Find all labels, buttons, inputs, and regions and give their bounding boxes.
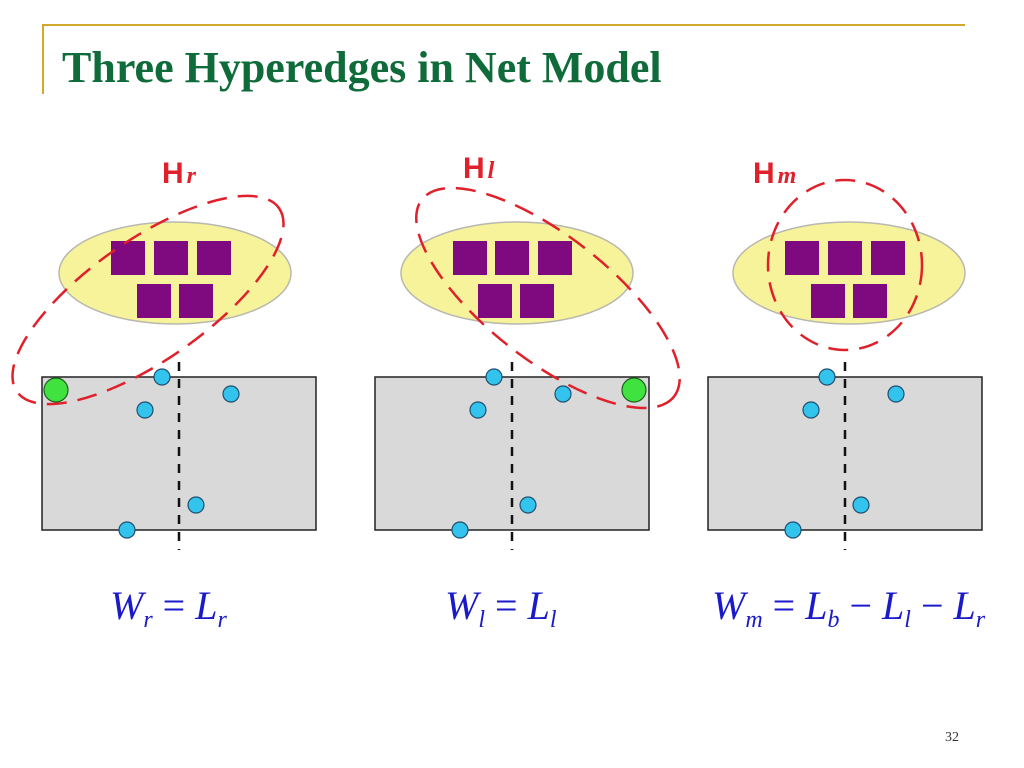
eq-operator: = <box>162 583 186 628</box>
cell-block <box>111 241 145 275</box>
pin <box>451 521 469 539</box>
cell-block <box>495 241 529 275</box>
equation-wm: Wm=Lb−Ll−Lr <box>712 582 985 634</box>
pin <box>153 368 171 386</box>
hyperedge-hr-outline <box>11 194 285 406</box>
hyperedge-hl-outline <box>415 186 681 410</box>
eq-subscript: r <box>217 607 227 633</box>
equation-wr: Wr =Lr <box>110 582 227 634</box>
cell-block <box>828 241 862 275</box>
cell-block <box>811 284 845 318</box>
eq-symbol: L <box>527 583 550 628</box>
eq-subscript: l <box>549 607 557 633</box>
cell-block <box>197 241 231 275</box>
eq-subscript: r <box>975 607 986 633</box>
pin <box>818 368 836 386</box>
eq-operator: − <box>849 583 873 628</box>
eq-symbol: L <box>953 583 976 628</box>
hyperedge-letter: H <box>753 157 775 190</box>
cell-block <box>538 241 572 275</box>
pin <box>802 401 820 419</box>
eq-subscript: m <box>745 607 763 633</box>
eq-operator: = <box>495 583 518 628</box>
pin <box>118 521 136 539</box>
eq-subscript: b <box>827 607 840 633</box>
pin <box>469 401 487 419</box>
eq-subscript: r <box>143 607 153 633</box>
cell-block <box>137 284 171 318</box>
page-number: 32 <box>945 730 959 745</box>
cell-block <box>179 284 213 318</box>
eq-symbol: L <box>805 583 828 628</box>
eq-operator: = <box>772 583 796 628</box>
eq-symbol: W <box>712 583 746 628</box>
pin <box>852 496 870 514</box>
hyperedge-letter: H <box>162 157 184 190</box>
pin <box>136 401 154 419</box>
equation-wl: Wl =Ll <box>445 582 556 634</box>
pin <box>784 521 802 539</box>
hyperedge-hm-outline <box>766 178 924 352</box>
cell-block <box>785 241 819 275</box>
terminal-left <box>43 377 69 403</box>
hyperedge-subscript: r <box>187 163 197 189</box>
pin <box>222 385 240 403</box>
hyperedge-letter: H <box>463 152 485 185</box>
cell-block <box>853 284 887 318</box>
cell-block <box>520 284 554 318</box>
cell-block <box>871 241 905 275</box>
eq-symbol: W <box>110 583 144 628</box>
cell-block <box>478 284 512 318</box>
eq-symbol: L <box>195 583 218 628</box>
cell-block <box>154 241 188 275</box>
eq-subscript: l <box>904 607 911 633</box>
eq-operator: − <box>920 583 944 628</box>
eq-symbol: L <box>882 583 905 628</box>
pin <box>554 385 572 403</box>
hyperedge-subscript: l <box>488 158 495 184</box>
pin <box>519 496 537 514</box>
pin <box>887 385 905 403</box>
pin <box>485 368 503 386</box>
slide-title: Three Hyperedges in Net Model <box>62 43 662 92</box>
terminal-right <box>621 377 647 403</box>
pin <box>187 496 205 514</box>
eq-symbol: W <box>445 583 479 628</box>
eq-subscript: l <box>478 607 485 633</box>
hyperedge-subscript: m <box>778 163 797 189</box>
cell-block <box>453 241 487 275</box>
